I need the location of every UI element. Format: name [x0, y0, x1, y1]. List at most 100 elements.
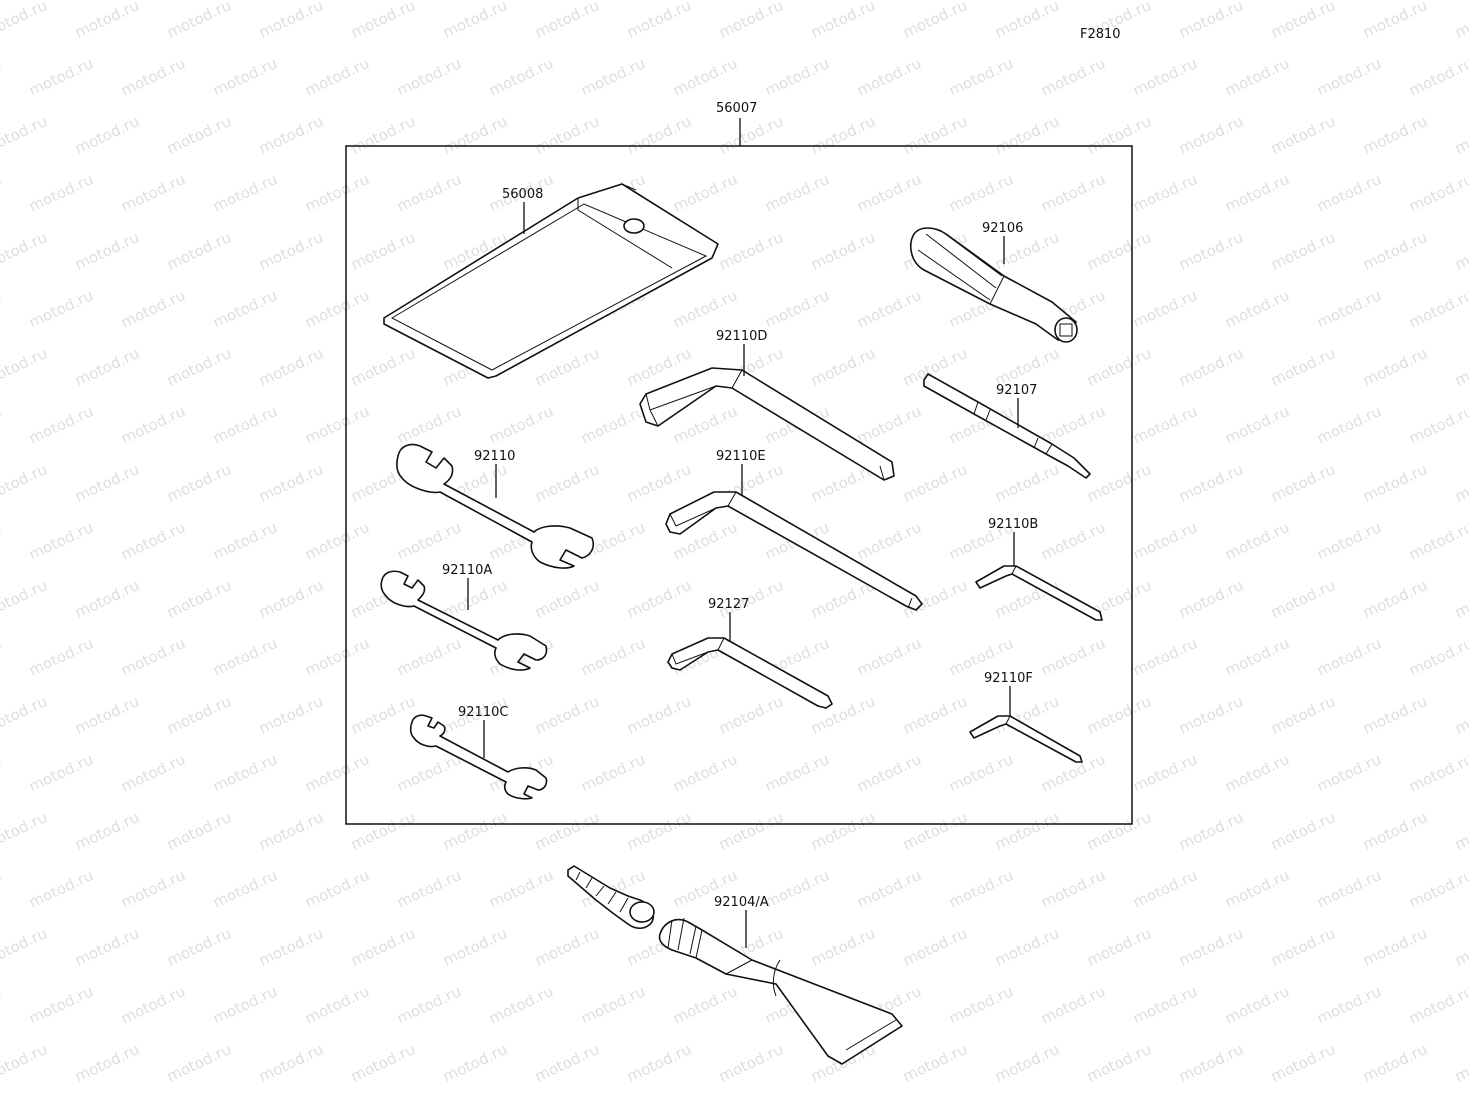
label-56008[interactable]: 56008 — [502, 187, 543, 202]
watermark-text: motod.ru — [210, 54, 280, 99]
watermark-text: motod.ru — [348, 344, 418, 389]
watermark-text: motod.ru — [532, 924, 602, 969]
watermark-text: motod.ru — [72, 1040, 142, 1085]
watermark-text: motod.ru — [118, 402, 188, 447]
watermark-text: motod.ru — [440, 808, 510, 853]
watermark-text: motod.ru — [440, 924, 510, 969]
watermark-text: motod.ru — [118, 866, 188, 911]
watermark-text: motod.ru — [946, 866, 1016, 911]
watermark-text: motod.ru — [1360, 228, 1430, 273]
watermark-text: motod.ru — [808, 228, 878, 273]
watermark-text: motod.ru — [624, 460, 694, 505]
watermark-text: motod.ru — [118, 54, 188, 99]
label-92127[interactable]: 92127 — [708, 597, 749, 612]
screwdriver-bit[interactable] — [923, 373, 1091, 479]
watermark-text: motod.ru — [1452, 576, 1469, 621]
label-92106[interactable]: 92106 — [982, 221, 1023, 236]
watermark-text: motod.ru — [1130, 170, 1200, 215]
watermark-text: motod.ru — [532, 460, 602, 505]
watermark-text: motod.ru — [716, 0, 786, 42]
watermark-text: motod.ru — [1452, 460, 1469, 505]
watermark-text: motod.ru — [1038, 402, 1108, 447]
watermark-text: motod.ru — [394, 1098, 464, 1102]
watermark-text: motod.ru — [1222, 54, 1292, 99]
watermark-text: motod.ru — [210, 750, 280, 795]
watermark-text: motod.ru — [1130, 750, 1200, 795]
watermark-text: motod.ru — [164, 112, 234, 157]
label-92110c[interactable]: 92110C — [458, 705, 508, 720]
label-92110e[interactable]: 92110E — [716, 449, 766, 464]
watermark-text: motod.ru — [532, 112, 602, 157]
wrench-92110c[interactable] — [409, 714, 548, 800]
watermark-text: motod.ru — [1360, 344, 1430, 389]
screwdriver-grip[interactable] — [910, 227, 1078, 343]
hex-key-92110b[interactable] — [975, 565, 1103, 621]
watermark-text: motod.ru — [0, 170, 4, 215]
hex-key-92110e[interactable] — [665, 491, 923, 611]
watermark-text: motod.ru — [1360, 924, 1430, 969]
watermark-text: motod.ru — [256, 112, 326, 157]
label-56007[interactable]: 56007 — [716, 101, 757, 116]
watermark-text: motod.ru — [808, 0, 878, 42]
watermark-text: motod.ru — [624, 112, 694, 157]
watermark-text: motod.ru — [1360, 460, 1430, 505]
watermark-text: motod.ru — [1084, 460, 1154, 505]
watermark-text: motod.ru — [670, 750, 740, 795]
watermark-text: motod.ru — [348, 924, 418, 969]
watermark-text: motod.ru — [946, 170, 1016, 215]
watermark-text: motod.ru — [1222, 634, 1292, 679]
label-92110d[interactable]: 92110D — [716, 329, 767, 344]
label-92110a[interactable]: 92110A — [442, 563, 492, 578]
watermark-text: motod.ru — [256, 924, 326, 969]
watermark-text: motod.ru — [1406, 518, 1469, 563]
watermark-text: motod.ru — [348, 1040, 418, 1085]
hex-key-92110f[interactable] — [969, 715, 1083, 763]
watermark-text: motod.ru — [1176, 924, 1246, 969]
watermark-text: motod.ru — [256, 460, 326, 505]
grease-tube[interactable] — [658, 917, 903, 1065]
figure-code: F2810 — [1080, 27, 1121, 42]
label-92104a[interactable]: 92104/A — [714, 895, 769, 910]
watermark-text: motod.ru — [1176, 808, 1246, 853]
label-92107[interactable]: 92107 — [996, 383, 1037, 398]
watermark-text: motod.ru — [716, 692, 786, 737]
watermark-text: motod.ru — [1176, 692, 1246, 737]
watermark-text: motod.ru — [1038, 1098, 1108, 1102]
watermark-text: motod.ru — [72, 692, 142, 737]
watermark-text: motod.ru — [0, 634, 4, 679]
watermark-text: motod.ru — [1406, 54, 1469, 99]
watermark-text: motod.ru — [1176, 576, 1246, 621]
hex-key-92127[interactable] — [667, 637, 833, 709]
label-92110b[interactable]: 92110B — [988, 517, 1038, 532]
wrench-92110[interactable] — [396, 443, 595, 569]
watermark-text: motod.ru — [348, 808, 418, 853]
watermark-text: motod.ru — [210, 982, 280, 1027]
tool-pouch[interactable] — [383, 183, 719, 379]
watermark-text: motod.ru — [256, 692, 326, 737]
watermark-text: motod.ru — [1176, 1040, 1246, 1085]
watermark-text: motod.ru — [256, 808, 326, 853]
watermark-text: motod.ru — [670, 982, 740, 1027]
watermark-text: motod.ru — [210, 170, 280, 215]
label-92110[interactable]: 92110 — [474, 449, 515, 464]
watermark-text: motod.ru — [0, 344, 50, 389]
watermark-text: motod.ru — [716, 1040, 786, 1085]
hex-key-92110d[interactable] — [639, 367, 895, 481]
watermark-text: motod.ru — [164, 228, 234, 273]
watermark-text: motod.ru — [118, 750, 188, 795]
watermark-text: motod.ru — [0, 518, 4, 563]
watermark-text: motod.ru — [164, 344, 234, 389]
watermark-text: motod.ru — [0, 54, 4, 99]
wrench-92110a[interactable] — [380, 570, 548, 671]
watermark-text: motod.ru — [1406, 286, 1469, 331]
watermark-text: motod.ru — [26, 634, 96, 679]
plug-tip[interactable] — [567, 865, 655, 930]
watermark-text: motod.ru — [578, 750, 648, 795]
watermark-text: motod.ru — [164, 924, 234, 969]
watermark-text: motod.ru — [1038, 982, 1108, 1027]
watermark-text: motod.ru — [1268, 460, 1338, 505]
label-92110f[interactable]: 92110F — [984, 671, 1033, 686]
watermark-text: motod.ru — [210, 634, 280, 679]
watermark-text: motod.ru — [118, 518, 188, 563]
